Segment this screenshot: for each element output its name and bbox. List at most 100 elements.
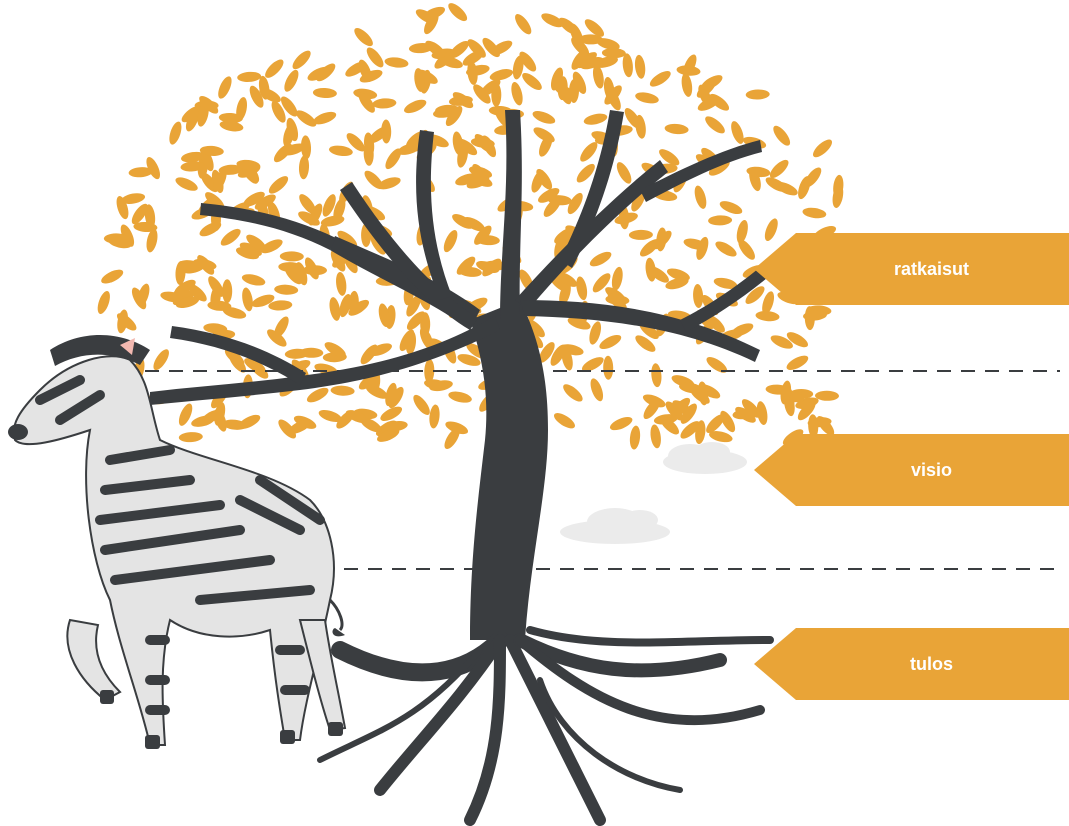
leaf	[594, 56, 618, 68]
leaf	[358, 373, 379, 390]
leaf	[601, 48, 626, 59]
leaf	[284, 264, 302, 285]
leaf	[832, 184, 844, 208]
leaf	[359, 69, 383, 83]
leaf	[693, 284, 704, 308]
label-visio: visio	[754, 434, 1069, 506]
leaf	[298, 155, 310, 180]
leaf	[153, 349, 169, 371]
leaf	[448, 3, 468, 22]
leaf	[348, 299, 370, 316]
leaf	[424, 379, 448, 390]
leaf	[292, 50, 311, 70]
leaf	[664, 123, 689, 135]
label-ratkaisut-text: ratkaisut	[893, 258, 970, 279]
leaf	[709, 431, 733, 443]
leaf	[764, 218, 778, 241]
leaf	[756, 401, 768, 425]
leaf	[719, 201, 743, 215]
leaf	[372, 98, 397, 109]
leaf	[599, 334, 622, 350]
leaf	[121, 193, 146, 204]
leaf	[329, 297, 341, 321]
leaf	[676, 65, 701, 76]
leaf	[218, 76, 232, 99]
leaf	[635, 92, 659, 104]
leaf	[178, 432, 203, 443]
leaf	[580, 142, 598, 162]
leaf	[473, 84, 491, 104]
leaf	[631, 189, 646, 212]
leaf	[97, 291, 110, 314]
leaf	[243, 191, 265, 207]
leaf	[406, 295, 421, 317]
leaf	[648, 266, 669, 283]
leaf	[242, 287, 253, 312]
leaf	[679, 382, 703, 394]
leaf	[336, 271, 347, 296]
leaf	[199, 95, 219, 114]
leaf	[280, 96, 298, 117]
leaf	[224, 348, 245, 366]
leaf	[429, 404, 440, 429]
leaf	[222, 279, 233, 304]
leaf	[320, 215, 345, 227]
leaf	[536, 168, 553, 190]
label-ratkaisut: ratkaisut	[754, 233, 1069, 305]
leaf	[694, 185, 707, 209]
leaf	[730, 323, 754, 337]
leaf	[322, 194, 336, 217]
leaf	[802, 207, 827, 219]
leaf	[246, 234, 267, 252]
leaf	[219, 120, 244, 132]
label-tulos: tulos	[754, 628, 1069, 700]
leaf	[769, 159, 789, 178]
leaf	[295, 262, 308, 286]
leaf	[553, 84, 576, 99]
leaf	[649, 71, 671, 87]
leaf	[780, 380, 792, 405]
leaf	[515, 14, 532, 35]
leaf	[604, 85, 622, 105]
leaf	[381, 119, 392, 144]
leaf	[616, 162, 632, 184]
leaf	[706, 357, 728, 373]
leaf	[532, 111, 556, 124]
leaf	[643, 398, 661, 420]
leaf	[137, 283, 150, 307]
leaf	[755, 311, 780, 322]
leaf	[133, 221, 158, 233]
leaf	[313, 111, 337, 125]
leaf	[635, 335, 656, 352]
leaf	[116, 313, 137, 331]
leaf	[786, 332, 809, 348]
leaf	[175, 177, 198, 191]
leaf	[267, 329, 287, 347]
leaf	[288, 419, 311, 434]
leaf	[543, 197, 561, 217]
leaf	[538, 188, 560, 203]
leaf	[466, 175, 490, 189]
leaf	[614, 212, 638, 225]
leaf	[589, 321, 602, 345]
leaf	[581, 357, 604, 372]
leaf	[358, 92, 375, 113]
leaf	[169, 121, 182, 145]
leaf	[803, 310, 827, 321]
leaf	[324, 342, 346, 358]
leaf	[312, 87, 337, 99]
leaf	[131, 203, 148, 225]
leaf	[538, 342, 555, 363]
leaf	[279, 251, 304, 262]
leaf	[731, 121, 744, 144]
leaf	[271, 100, 286, 123]
leaf	[241, 274, 266, 286]
leaf	[559, 282, 571, 306]
leaf	[304, 257, 319, 280]
leaf	[550, 67, 564, 91]
leaf	[251, 294, 275, 308]
leaf	[713, 277, 738, 289]
leaf	[365, 384, 388, 399]
leaf	[265, 59, 284, 78]
